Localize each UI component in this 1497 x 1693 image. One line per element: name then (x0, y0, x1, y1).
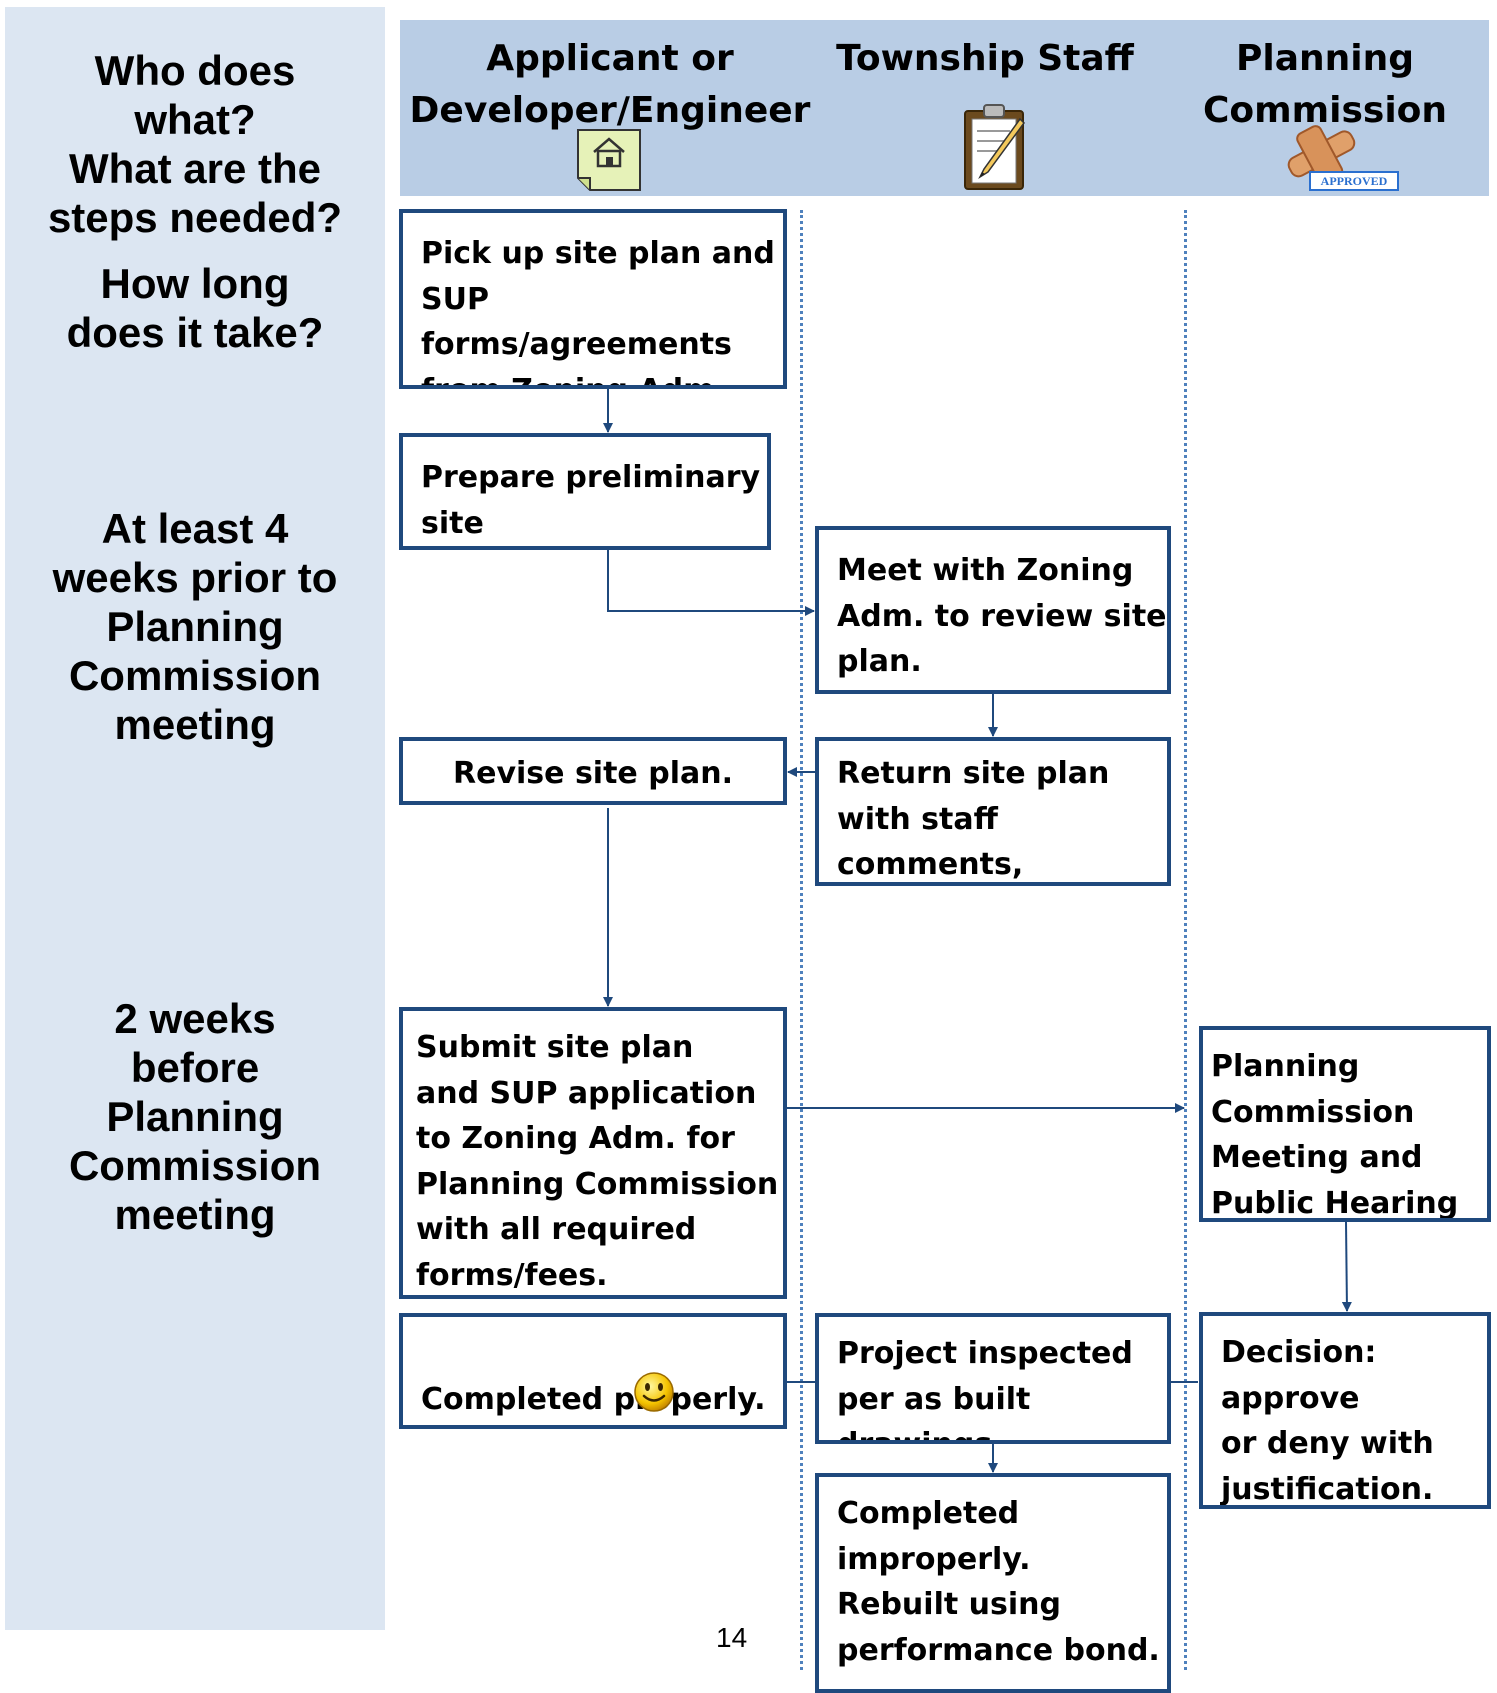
house-note-icon (577, 129, 641, 191)
timing-two-weeks: 2 weeks before Planning Commission meeti… (68, 995, 322, 1238)
applicant-column-title: Applicant or Developer/Engineer (409, 38, 811, 131)
left-panel (5, 7, 385, 1630)
smiley-face-icon (634, 1372, 674, 1412)
step-completed-improperly: Completed improperly. Rebuilt using perf… (815, 1473, 1171, 1693)
completed-properly-text: Completed properly. Good job! (421, 1381, 766, 1417)
step-pickup-forms: Pick up site plan and SUP forms/agreemen… (399, 209, 787, 389)
gavel-approved-icon: APPROVED (1287, 125, 1399, 191)
page-number: 14 (716, 1622, 748, 1653)
lane-divider-applicant-staff (800, 210, 803, 1670)
step-completed-properly: Completed properly. Good job! (399, 1313, 787, 1429)
step-revise-plan: Revise site plan. (399, 737, 787, 805)
step-meet-zoning-admin: Meet with Zoning Adm. to review site pla… (815, 526, 1171, 694)
commission-column-title: Planning Commission (1202, 38, 1448, 131)
approved-stamp-text: APPROVED (1321, 174, 1388, 188)
how-long-question: How long does it take? (66, 260, 324, 356)
step-return-plan: Return site plan with staff comments, DP… (815, 737, 1171, 886)
step-project-inspected: Project inspected per as built drawings (815, 1313, 1171, 1444)
step-decision: Decision: approve or deny with justifica… (1199, 1312, 1491, 1509)
step-prepare-plan: Prepare preliminary site plan/applicatio… (399, 433, 771, 550)
clipboard-pencil-icon (964, 104, 1025, 190)
step-pc-meeting: Planning Commission Meeting and Public H… (1199, 1026, 1491, 1222)
lane-divider-staff-commission (1184, 210, 1187, 1670)
staff-column-title: Township Staff (836, 38, 1134, 79)
timing-four-weeks: At least 4 weeks prior to Planning Commi… (52, 505, 338, 748)
who-does-what-question: Who does what? What are the steps needed… (47, 47, 343, 241)
step-submit-plan: Submit site plan and SUP application to … (399, 1007, 787, 1299)
